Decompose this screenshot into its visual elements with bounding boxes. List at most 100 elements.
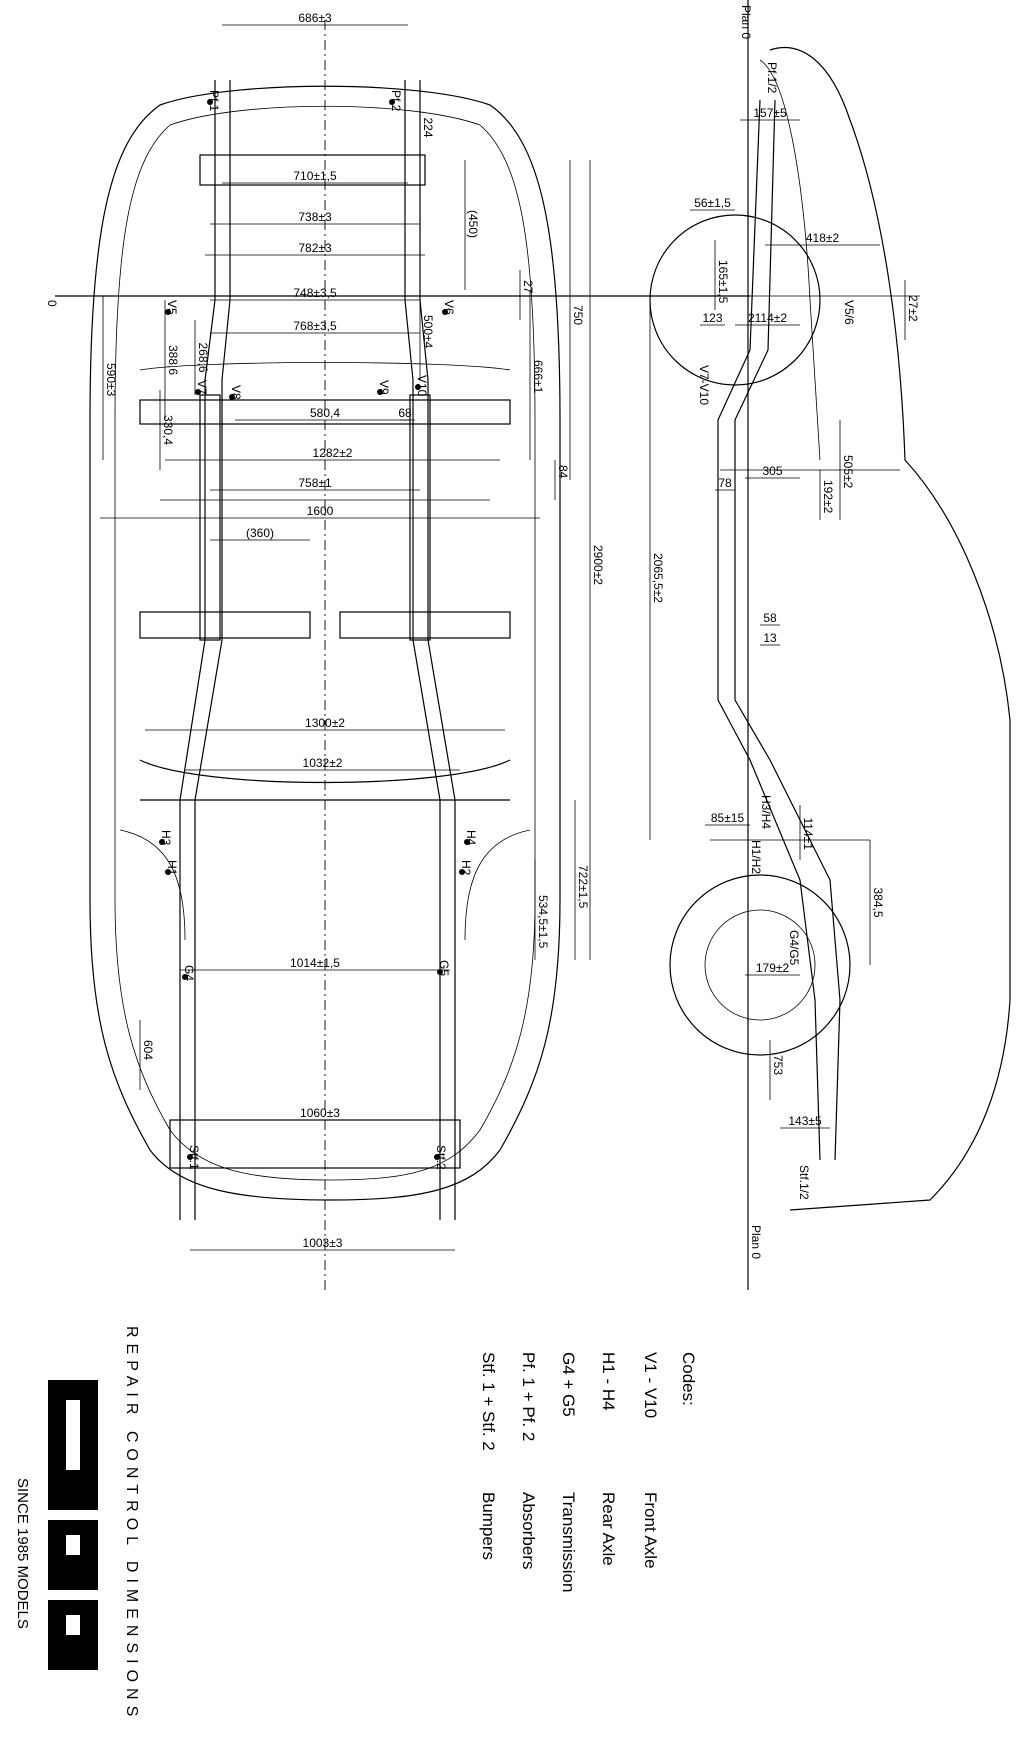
plan-dimension-label: 750: [571, 305, 585, 325]
side-dimension: 114±1: [799, 805, 815, 860]
side-point-label: Pf.1/2: [765, 62, 779, 94]
code-meaning: Absorbers: [519, 1492, 538, 1569]
code-value: H1 - H4: [599, 1352, 618, 1411]
side-dimension-label: 2065,5±2: [651, 553, 665, 603]
plan-dimension-label: 738±3: [298, 210, 332, 224]
plan-dimension-label: 590±3: [104, 363, 118, 397]
plan-dimension: 27: [519, 270, 535, 320]
reference-point-marker: [159, 839, 165, 845]
plan-point-label: G4: [182, 965, 196, 981]
reference-point-marker: [182, 974, 188, 980]
plan-dimension: 1060±3: [185, 1106, 455, 1121]
side-dimension-label: 192±2: [821, 480, 835, 514]
plan-point-label: V7: [195, 380, 209, 395]
reference-point-marker: [229, 394, 235, 400]
side-plan-top: Plan 0: [739, 5, 753, 39]
reference-point-marker: [434, 1154, 440, 1160]
plan-dimension-label: 758±1: [298, 476, 332, 490]
code-value: Pf. 1 + Pf. 2: [519, 1352, 538, 1441]
plan-point-label: V10: [415, 375, 429, 397]
side-view: Plan 0 Plan 0 157±556±1,5165±1,5418±2123…: [649, 0, 1011, 1290]
plan-dimension: 388,6: [164, 300, 180, 420]
plan-point-label: Stf.1: [187, 1145, 201, 1170]
plan-dimension: 500±4: [419, 280, 435, 380]
plan-dimensions: 686±3710±1,5738±3782±3748±3,5768±3,5580,…: [100, 11, 605, 1251]
side-point-label: G4/G5: [787, 930, 801, 966]
plan-dimension-label: 1060±3: [300, 1106, 340, 1120]
code-row: Pf. 1 + Pf. 2 Absorbers: [519, 1352, 538, 1569]
plan-body-outline: [89, 85, 561, 1201]
plan-point-label: Pf.1: [207, 90, 221, 112]
plan-dimension-label: 1003±3: [303, 1236, 343, 1250]
plan-dimension: 1032±2: [185, 756, 460, 771]
code-meaning: Bumpers: [479, 1492, 498, 1560]
plan-dimension: (360): [210, 526, 310, 541]
reference-point-marker: [377, 389, 383, 395]
side-dimension: 13: [760, 631, 780, 646]
reference-point-marker: [459, 869, 465, 875]
plan-dimension: 1300±2: [145, 716, 505, 731]
side-dimension-label: 157±5: [753, 106, 787, 120]
reference-point-marker: [187, 1154, 193, 1160]
side-dimension: 384,5: [869, 840, 885, 965]
branding: REPAIR CONTROL DIMENSIONS SINCE 1985 MOD…: [14, 1326, 140, 1722]
side-dimension: 179±2: [745, 961, 800, 976]
subtitle-text: SINCE 1985 MODELS: [14, 1478, 31, 1629]
side-point-label: Stf.1/2: [797, 1165, 811, 1200]
side-dimension: 165±1,5: [714, 240, 730, 310]
side-dimension-label: 123: [702, 311, 722, 325]
plan-point-label: V5: [165, 300, 179, 315]
side-dimension: 753: [769, 1040, 785, 1100]
code-meaning: Transmission: [559, 1492, 578, 1592]
plan-dimension-label: 68: [398, 406, 412, 420]
plan-dimension: 758±1: [210, 476, 420, 491]
plan-point-label: V6: [442, 300, 456, 315]
side-dimension-label: 27±2: [906, 295, 920, 322]
side-dimension: 123: [700, 311, 725, 326]
plan-dimension: 1600: [100, 504, 540, 519]
side-dimension-label: 143±5: [788, 1114, 822, 1128]
plan-dimension: 722±1,5: [574, 800, 590, 960]
plan-point-label: V8: [229, 385, 243, 400]
plan-dimension-label: 604: [141, 1040, 155, 1060]
reference-point-marker: [165, 309, 171, 315]
plan-zero-label: 0: [45, 300, 59, 307]
side-dimension-label: 418±2: [806, 231, 840, 245]
plan-dimension: 68: [398, 406, 412, 421]
plan-dimension-label: 1014±1,5: [290, 956, 340, 970]
side-dimension: 78: [715, 476, 735, 491]
plan-point-label: Stf.2: [434, 1145, 448, 1170]
side-dimension: 143±5: [780, 1114, 830, 1129]
plan-dimension-label: 388,6: [166, 345, 180, 375]
plan-dimension-label: 224: [421, 118, 435, 138]
title-text: REPAIR CONTROL DIMENSIONS: [123, 1326, 140, 1722]
plan-dimension-label: 710±1,5: [293, 169, 337, 183]
side-dimensions: 157±5 56±1,5 165±1,5 418±2 123 2114±2 27±2 505±…: [649, 106, 920, 1129]
side-dimension-label: 56±1,5: [694, 196, 731, 210]
side-dimension: 27±2: [904, 280, 920, 340]
side-dimension-label: 753: [771, 1055, 785, 1075]
plan-point-label: H1: [165, 860, 179, 876]
side-dimension: 58: [760, 611, 780, 626]
side-dimension: 2114±2: [735, 311, 800, 326]
side-dimension: 418±2: [765, 231, 880, 246]
plan-dimension-label: 84: [556, 465, 570, 479]
reference-point-marker: [415, 384, 421, 390]
plan-dimension: 534,5±1,5: [534, 860, 550, 960]
plan-dimension-label: 1282±2: [313, 446, 353, 460]
side-point-label: V7-V10: [697, 365, 711, 405]
side-dimension-label: 58: [763, 611, 777, 625]
code-value: Stf. 1 + Stf. 2: [479, 1352, 498, 1451]
codes-heading: Codes:: [679, 1352, 698, 1406]
side-dimension: 505±2: [839, 420, 855, 520]
plan-dimension: (450): [464, 160, 480, 290]
side-dimension-label: 2114±2: [748, 311, 787, 325]
reference-point-marker: [195, 389, 201, 395]
side-dimension-label: 384,5: [871, 888, 885, 918]
plan-dimension: 782±3: [205, 241, 425, 256]
